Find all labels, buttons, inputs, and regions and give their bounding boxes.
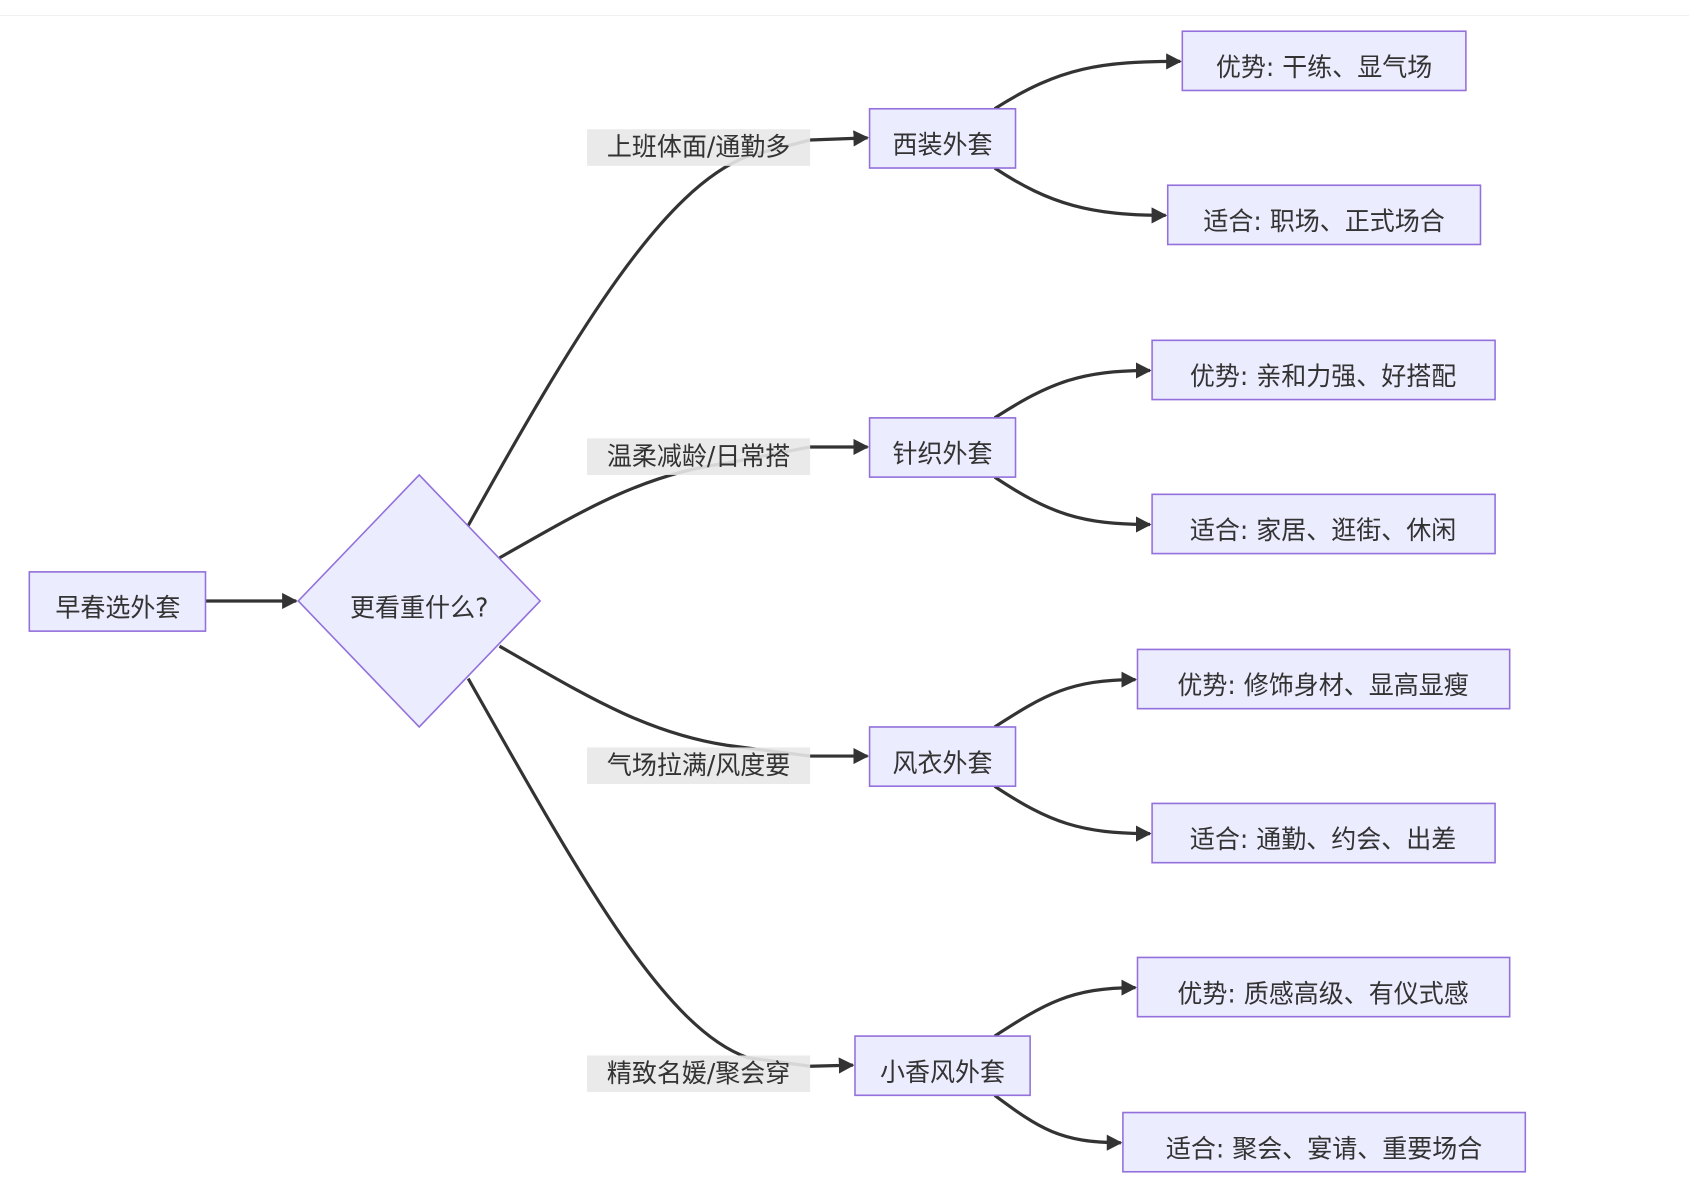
leaf-tweed-advantage[interactable]: 优势: 质感高级、有仪式感 bbox=[1136, 956, 1511, 1018]
leaf-label: 优势: 修饰身材、显高显瘦 bbox=[1177, 670, 1468, 700]
edge-label-tweed: 精致名媛/聚会穿 bbox=[587, 1055, 811, 1093]
node-tweed-jacket[interactable]: 小香风外套 bbox=[854, 1035, 1031, 1097]
start-node-label: 早春选外套 bbox=[55, 592, 180, 622]
edge-suit-adv bbox=[993, 53, 1182, 111]
node-label: 西装外套 bbox=[893, 129, 993, 159]
edge-label-text: 精致名媛/聚会穿 bbox=[607, 1058, 790, 1088]
leaf-suit-advantage[interactable]: 优势: 干练、显气场 bbox=[1181, 30, 1467, 92]
decision-node[interactable]: 更看重什么? bbox=[297, 473, 542, 729]
leaf-label: 适合: 聚会、宴请、重要场合 bbox=[1166, 1133, 1482, 1163]
edge-knit-adv bbox=[993, 362, 1152, 420]
node-knit-jacket[interactable]: 针织外套 bbox=[868, 417, 1017, 478]
edge-label-trench: 气场拉满/风度要 bbox=[587, 747, 811, 785]
edge-label-text: 气场拉满/风度要 bbox=[607, 750, 790, 780]
edge-label-text: 上班体面/通勤多 bbox=[607, 131, 790, 161]
edge-decision-tweed bbox=[466, 677, 855, 1074]
node-trench-coat[interactable]: 风衣外套 bbox=[868, 726, 1017, 788]
node-label: 小香风外套 bbox=[880, 1056, 1005, 1086]
leaf-label: 优势: 干练、显气场 bbox=[1216, 52, 1432, 82]
edge-decision-trench bbox=[498, 644, 870, 765]
leaf-knit-advantage[interactable]: 优势: 亲和力强、好搭配 bbox=[1151, 339, 1496, 401]
top-divider bbox=[0, 15, 1689, 16]
edge-label-text: 温柔减龄/日常搭 bbox=[607, 440, 790, 470]
leaf-knit-suitable[interactable]: 适合: 家居、逛街、休闲 bbox=[1151, 493, 1496, 555]
leaf-trench-advantage[interactable]: 优势: 修饰身材、显高显瘦 bbox=[1136, 648, 1511, 710]
edge-label-knit: 温柔减龄/日常搭 bbox=[587, 438, 811, 475]
leaf-suit-suitable[interactable]: 适合: 职场、正式场合 bbox=[1166, 184, 1482, 246]
node-label: 针织外套 bbox=[893, 438, 993, 468]
edge-knit-fit bbox=[993, 475, 1152, 533]
edge-tweed-fit bbox=[993, 1093, 1123, 1151]
edge-suit-fit bbox=[993, 166, 1168, 224]
leaf-trench-suitable[interactable]: 适合: 通勤、约会、出差 bbox=[1151, 802, 1496, 864]
node-suit-jacket[interactable]: 西装外套 bbox=[868, 107, 1017, 169]
leaf-label: 适合: 通勤、约会、出差 bbox=[1190, 824, 1456, 854]
node-label: 风衣外套 bbox=[893, 747, 993, 777]
edge-label-suit: 上班体面/通勤多 bbox=[587, 129, 811, 166]
leaf-label: 优势: 亲和力强、好搭配 bbox=[1190, 361, 1456, 391]
leaf-label: 适合: 家居、逛街、休闲 bbox=[1190, 515, 1456, 545]
edge-trench-adv bbox=[993, 671, 1137, 729]
leaf-tweed-suitable[interactable]: 适合: 聚会、宴请、重要场合 bbox=[1122, 1111, 1527, 1173]
leaf-label: 优势: 质感高级、有仪式感 bbox=[1177, 978, 1468, 1008]
edge-tweed-adv bbox=[993, 979, 1137, 1038]
edge-trench-fit bbox=[993, 784, 1152, 842]
decision-node-label: 更看重什么? bbox=[350, 592, 488, 622]
leaf-label: 适合: 职场、正式场合 bbox=[1203, 206, 1444, 236]
start-node[interactable]: 早春选外套 bbox=[28, 571, 207, 632]
